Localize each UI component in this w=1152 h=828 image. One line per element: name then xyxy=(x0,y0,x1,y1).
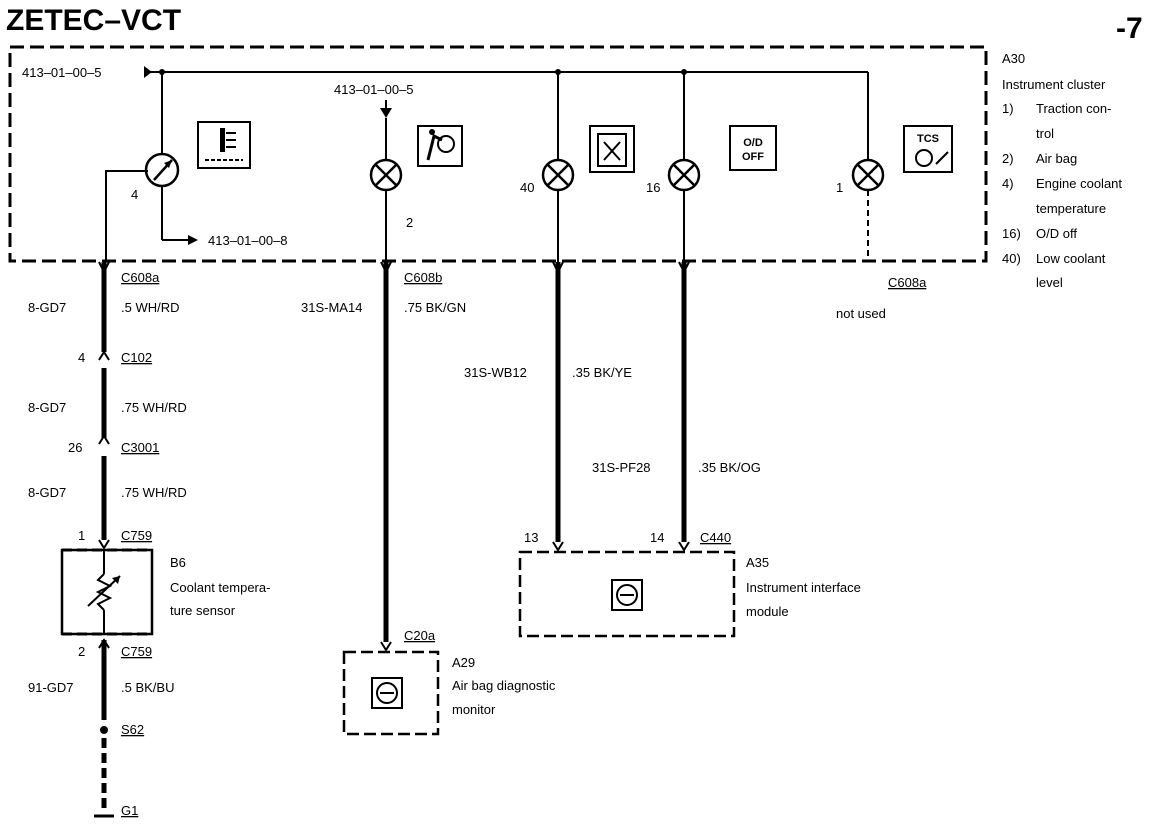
wire-spec: .5 WH/RD xyxy=(121,300,180,315)
component-name: Coolant tempera- xyxy=(170,580,270,595)
component-code: B6 xyxy=(170,555,186,570)
pin-label: 26 xyxy=(68,440,82,455)
legend-text: temperature xyxy=(1036,201,1106,216)
pin-label: 14 xyxy=(650,530,664,545)
wire-spec: .35 BK/YE xyxy=(572,365,632,380)
legend-text: trol xyxy=(1036,126,1054,141)
ref-label: 413–01–00–5 xyxy=(334,82,414,97)
legend-text: Traction con- xyxy=(1036,101,1111,116)
legend-text: Air bag xyxy=(1036,151,1077,166)
wire-spec: .75 WH/RD xyxy=(121,485,187,500)
legend-text: Low coolant xyxy=(1036,251,1106,266)
pin-label: 13 xyxy=(524,530,538,545)
component-name: Instrument interface xyxy=(746,580,861,595)
connector-c759-bottom: C759 xyxy=(121,644,152,659)
component-name: ture sensor xyxy=(170,603,236,618)
thermistor-icon xyxy=(95,573,113,611)
wire-circuit: 8-GD7 xyxy=(28,300,66,315)
ref-arrow-icon xyxy=(380,108,392,118)
traction-control-lamp-icon xyxy=(851,158,885,192)
pin-label: 2 xyxy=(406,215,413,230)
component-name: monitor xyxy=(452,702,496,717)
connector-c759: C759 xyxy=(121,528,152,543)
wire-circuit: 8-GD7 xyxy=(28,400,66,415)
page-number: -7 xyxy=(1116,12,1143,45)
wire-circuit: 8-GD7 xyxy=(28,485,66,500)
connector-c440: C440 xyxy=(700,530,731,545)
splice-s62: S62 xyxy=(121,722,144,737)
connector-c608b: C608b xyxy=(404,270,442,285)
ref-arrow-icon xyxy=(144,66,152,78)
wire-circuit: 31S-MA14 xyxy=(301,300,362,315)
wire-spec: .5 BK/BU xyxy=(121,680,174,695)
cluster-code: A30 xyxy=(1002,51,1025,66)
pin-label: 1 xyxy=(836,180,843,195)
legend-num: 40) xyxy=(1002,251,1021,266)
icon-label: TCS xyxy=(917,133,939,145)
airbag-symbol-icon xyxy=(417,125,463,167)
legend-text: Engine coolant xyxy=(1036,176,1122,191)
interface-module-box xyxy=(518,550,736,638)
component-name: module xyxy=(746,604,789,619)
connector-c20a: C20a xyxy=(404,628,436,643)
wire-circuit: 31S-PF28 xyxy=(592,460,651,475)
ground-g1: G1 xyxy=(121,803,138,818)
wire-spec: .75 WH/RD xyxy=(121,400,187,415)
component-name: Air bag diagnostic xyxy=(452,678,556,693)
connector-c608a: C608a xyxy=(121,270,160,285)
ref-label: 413–01–00–5 xyxy=(22,65,102,80)
pin-label: 1 xyxy=(78,528,85,543)
wire-circuit: 31S-WB12 xyxy=(464,365,527,380)
icon-label: OFF xyxy=(742,151,764,163)
airbag-monitor-box xyxy=(342,650,440,736)
splice-s62-icon xyxy=(100,726,108,734)
instrument-cluster-boundary xyxy=(8,45,988,263)
coolant-circuit xyxy=(94,261,114,818)
component-code: A29 xyxy=(452,655,475,670)
legend-text: level xyxy=(1036,275,1063,290)
legend-num: 4) xyxy=(1002,176,1014,191)
pin-label: 4 xyxy=(131,187,138,202)
cluster-legend: 1) Traction con- trol 2) Air bag 4) Engi… xyxy=(1002,101,1122,290)
icon-label: O/D xyxy=(743,137,763,149)
page-title: ZETEC–VCT xyxy=(6,4,181,37)
legend-num: 16) xyxy=(1002,226,1021,241)
od-off-lamp-icon xyxy=(667,158,701,192)
pin-label: 2 xyxy=(78,644,85,659)
ref-label: 413–01–00–8 xyxy=(208,233,288,248)
airbag-lamp-icon xyxy=(369,158,403,192)
connector-c608a-right: C608a xyxy=(888,275,927,290)
low-coolant-lamp-icon xyxy=(541,158,575,192)
legend-text: O/D off xyxy=(1036,226,1077,241)
wire-spec: .75 BK/GN xyxy=(404,300,466,315)
ref-arrow-icon xyxy=(188,235,198,245)
connector-c3001: C3001 xyxy=(121,440,159,455)
legend-num: 1) xyxy=(1002,101,1014,116)
pin-label: 40 xyxy=(520,180,534,195)
wire-spec: .35 BK/OG xyxy=(698,460,761,475)
not-used-label: not used xyxy=(836,306,886,321)
component-code: A35 xyxy=(746,555,769,570)
wire-circuit: 91-GD7 xyxy=(28,680,74,695)
connector-c102: C102 xyxy=(121,350,152,365)
coolant-sensor-box xyxy=(60,548,154,636)
legend-num: 2) xyxy=(1002,151,1014,166)
od-off-symbol-icon xyxy=(729,125,777,171)
pin-label: 4 xyxy=(78,350,85,365)
cluster-name: Instrument cluster xyxy=(1002,77,1106,92)
pin-label: 16 xyxy=(646,180,660,195)
